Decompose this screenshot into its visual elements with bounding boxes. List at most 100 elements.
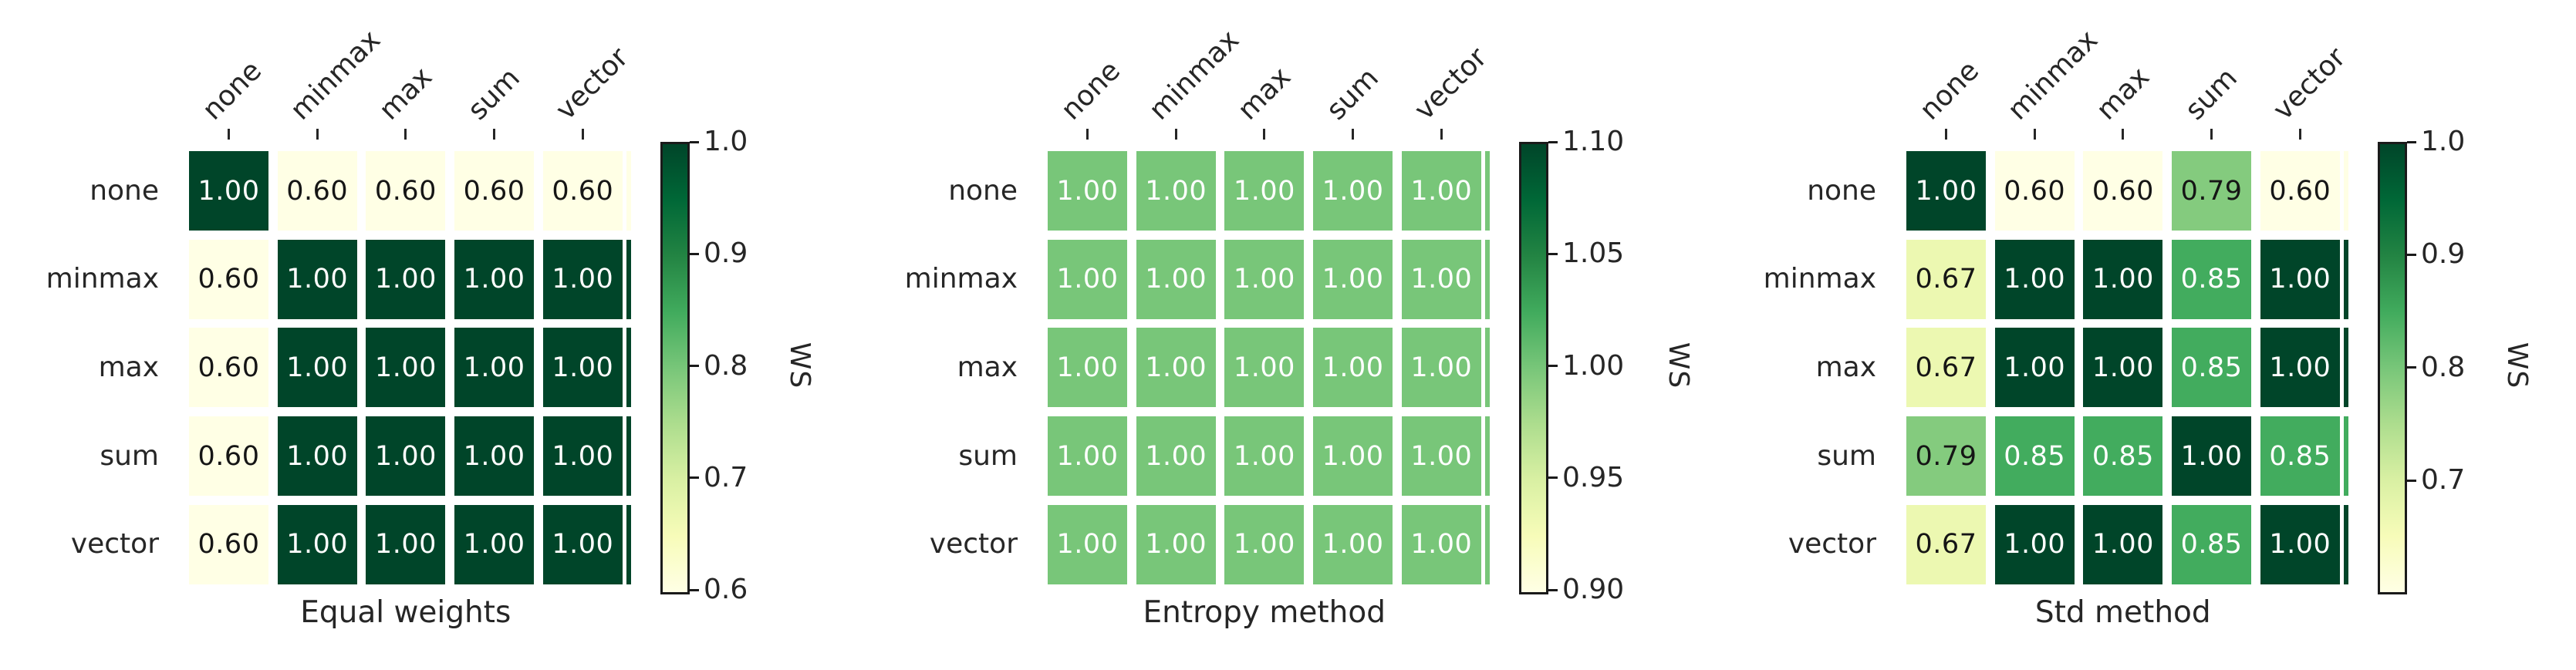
colorbar-tick bbox=[1548, 588, 1558, 591]
heatmap-cell: 1.00 bbox=[1136, 504, 1216, 584]
heatmap-cell: 1.00 bbox=[1313, 239, 1393, 319]
heatmap-cell: 0.85 bbox=[2083, 416, 2163, 497]
colorbar-tick bbox=[2407, 479, 2416, 482]
row-label-vector: vector bbox=[70, 528, 159, 561]
heatmap-cell: 0.60 bbox=[189, 328, 268, 408]
heatmap-cell: 0.60 bbox=[366, 151, 446, 231]
heatmap-cell: 0.79 bbox=[1906, 416, 1986, 497]
heatmap-cell: 1.00 bbox=[1401, 416, 1481, 497]
heatmap-cell: 1.00 bbox=[2083, 239, 2163, 319]
heatmap-edge-sliver bbox=[626, 416, 631, 497]
x-tick bbox=[493, 129, 496, 140]
colorbar-tick-label: 0.9 bbox=[704, 237, 748, 270]
colorbar-tick-label: 0.6 bbox=[704, 574, 748, 605]
heatmap-cell: 1.00 bbox=[1048, 504, 1127, 584]
heatmap-edge-sliver bbox=[626, 239, 631, 319]
heatmap-cell: 1.00 bbox=[1048, 416, 1127, 497]
heatmap-cell: 1.00 bbox=[277, 504, 357, 584]
heatmap-cell: 1.00 bbox=[454, 504, 535, 584]
heatmap-cell: 0.60 bbox=[277, 151, 357, 231]
row-label-sum: sum bbox=[1817, 439, 1876, 472]
colorbar-tick bbox=[2407, 253, 2416, 256]
colorbar-tick-label: 1.00 bbox=[1562, 349, 1625, 382]
heatmap-cell: 0.60 bbox=[189, 416, 268, 497]
heatmap-cell: 0.60 bbox=[2260, 151, 2340, 231]
heatmap-cell: 0.60 bbox=[542, 151, 623, 231]
row-label-max: max bbox=[957, 351, 1018, 383]
colorbar bbox=[1519, 142, 1548, 594]
heatmap-cell: 1.00 bbox=[366, 504, 446, 584]
heatmap-edge-sliver bbox=[626, 328, 631, 408]
heatmap-edge-sliver bbox=[2344, 239, 2348, 319]
heatmap-cell: 0.85 bbox=[2172, 328, 2252, 408]
heatmap-edge-sliver bbox=[2344, 151, 2348, 231]
col-label-vector: vector bbox=[1409, 41, 1494, 126]
heatmap-edge-sliver bbox=[626, 504, 631, 584]
heatmap-cell: 0.85 bbox=[1994, 416, 2075, 497]
colorbar-tick bbox=[1548, 476, 1558, 480]
heatmap-cell: 1.00 bbox=[1401, 239, 1481, 319]
colorbar-tick-label: 0.7 bbox=[704, 461, 748, 493]
heatmap-cell: 0.60 bbox=[2083, 151, 2163, 231]
heatmap-cell: 1.00 bbox=[1401, 504, 1481, 584]
colorbar bbox=[2378, 142, 2407, 594]
heatmap-cell: 1.00 bbox=[1906, 151, 1986, 231]
colorbar-tick-label: 0.90 bbox=[1562, 574, 1625, 605]
col-label-none: none bbox=[196, 55, 268, 126]
heatmap-cell: 1.00 bbox=[2260, 328, 2340, 408]
heatmap-cell: 1.00 bbox=[2083, 328, 2163, 408]
heatmap-cell: 1.00 bbox=[1048, 151, 1127, 231]
row-label-minmax: minmax bbox=[46, 263, 159, 295]
colorbar-tick bbox=[690, 140, 699, 143]
heatmap-cell: 1.00 bbox=[366, 328, 446, 408]
colorbar-axis-label: WS bbox=[1663, 342, 1694, 389]
heatmap-cell: 1.00 bbox=[1994, 504, 2075, 584]
heatmap-cell: 1.00 bbox=[1994, 239, 2075, 319]
heatmap-edge-sliver bbox=[2344, 416, 2348, 497]
heatmap-cell: 1.00 bbox=[2083, 504, 2163, 584]
col-label-vector: vector bbox=[550, 41, 635, 126]
row-label-none: none bbox=[948, 174, 1018, 207]
heatmap-cell: 1.00 bbox=[277, 416, 357, 497]
heatmap-cell: 1.00 bbox=[542, 416, 623, 497]
heatmap-cell: 1.00 bbox=[1136, 328, 1216, 408]
colorbar-axis-label: WS bbox=[2501, 342, 2533, 389]
col-label-max: max bbox=[2090, 61, 2156, 126]
col-label-none: none bbox=[1055, 55, 1126, 126]
heatmap-cell: 1.00 bbox=[2172, 416, 2252, 497]
heatmap-cell: 1.00 bbox=[1313, 504, 1393, 584]
heatmap-cell: 1.00 bbox=[1994, 328, 2075, 408]
col-label-max: max bbox=[373, 61, 439, 126]
heatmap-edge-sliver bbox=[626, 151, 631, 231]
heatmap-cell: 0.60 bbox=[454, 151, 535, 231]
colorbar-tick bbox=[690, 476, 699, 480]
heatmap-cell: 0.85 bbox=[2172, 504, 2252, 584]
heatmap-cell: 1.00 bbox=[189, 151, 268, 231]
heatmap-cell: 1.00 bbox=[2260, 504, 2340, 584]
colorbar-tick bbox=[690, 365, 699, 367]
col-label-max: max bbox=[1231, 61, 1298, 126]
col-label-minmax: minmax bbox=[284, 24, 387, 126]
heatmap-cell: 1.00 bbox=[2260, 239, 2340, 319]
heatmap-cell: 1.00 bbox=[1224, 504, 1305, 584]
heatmap-cell: 1.00 bbox=[366, 239, 446, 319]
colorbar-tick bbox=[1548, 252, 1558, 255]
x-tick bbox=[316, 129, 319, 140]
heatmap-edge-sliver bbox=[1485, 504, 1490, 584]
heatmap-cell: 1.00 bbox=[1313, 416, 1393, 497]
colorbar-tick bbox=[1548, 140, 1558, 143]
heatmap-edge-sliver bbox=[2344, 328, 2348, 408]
row-label-max: max bbox=[1815, 351, 1876, 383]
heatmap-cell: 1.00 bbox=[542, 504, 623, 584]
panel-title: Entropy method bbox=[1143, 595, 1386, 630]
x-tick bbox=[2033, 129, 2036, 140]
heatmap-edge-sliver bbox=[1485, 151, 1490, 231]
colorbar-tick-label: 0.9 bbox=[2421, 238, 2466, 271]
colorbar-tick-label: 1.10 bbox=[1562, 126, 1625, 157]
colorbar-tick-label: 1.05 bbox=[1562, 237, 1625, 270]
colorbar-tick-label: 0.8 bbox=[704, 349, 748, 382]
